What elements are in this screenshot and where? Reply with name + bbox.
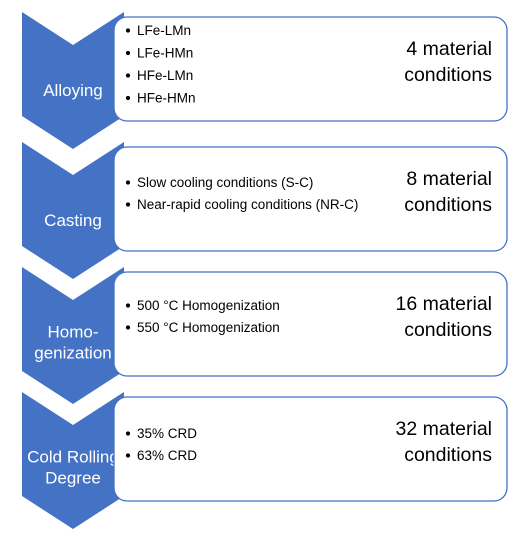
bullet-dot [125, 202, 131, 207]
bullet-dot [125, 28, 131, 33]
bullet-dot [125, 95, 131, 101]
stage-label: Degree [45, 469, 101, 488]
material-count: 4 material [406, 38, 492, 60]
stage-box [113, 146, 508, 252]
stage-label: Homo- [47, 323, 98, 342]
stage-chevron [22, 267, 124, 404]
condition-item: 550 °C Homogenization [137, 320, 280, 335]
condition-item: 35% CRD [137, 426, 197, 441]
stage-label: Cold Rolling [27, 448, 119, 467]
stage-box [113, 271, 508, 377]
material-count: conditions [404, 64, 492, 86]
stage-label: genization [34, 344, 112, 363]
stage-label: Casting [44, 211, 102, 230]
stage-box [113, 16, 508, 122]
condition-item: 63% CRD [137, 448, 197, 463]
condition-item: HFe-LMn [137, 68, 193, 83]
material-count: 8 material [406, 168, 492, 190]
material-count: conditions [404, 444, 492, 466]
material-count: 16 material [396, 293, 492, 315]
bullet-dot [125, 180, 131, 185]
stage-chevron [22, 392, 124, 529]
condition-item: LFe-LMn [137, 23, 191, 38]
bullet-dot [125, 303, 131, 308]
material-count: conditions [404, 194, 492, 216]
condition-item: HFe-HMn [137, 91, 196, 106]
stage-chevron [22, 12, 124, 149]
bullet-dot [125, 431, 131, 436]
stage-chevron [22, 142, 124, 279]
bullet-dot [125, 73, 131, 78]
material-count: 32 material [396, 418, 492, 440]
condition-item: 500 °C Homogenization [137, 298, 280, 313]
bullet-dot [125, 325, 131, 330]
stage-label: Alloying [43, 81, 103, 100]
condition-item: LFe-HMn [137, 46, 193, 61]
condition-item: Near-rapid cooling conditions (NR-C) [137, 197, 358, 212]
bullet-dot [125, 50, 131, 56]
material-count: conditions [404, 319, 492, 341]
condition-item: Slow cooling conditions (S-C) [137, 175, 313, 190]
stage-box [113, 396, 508, 502]
bullet-dot [125, 453, 131, 458]
